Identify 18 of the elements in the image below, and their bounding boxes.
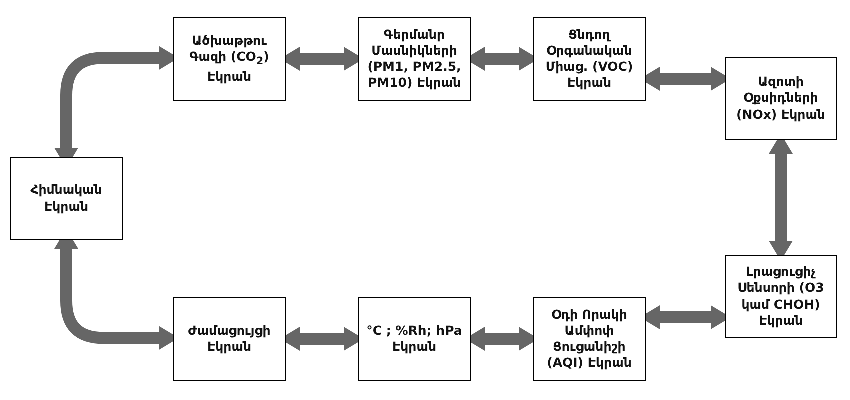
box-label: Ազոտի Օքսիդների (NOx) Էկրան — [736, 74, 826, 123]
box-label: °C ; %Rh; hPa Էկրան — [366, 322, 464, 356]
process-box — [173, 17, 286, 101]
process-box — [533, 297, 646, 381]
process-box — [358, 297, 471, 381]
box-label: Ցնդող Օրգանական Միաց. (VOC) Էկրան — [544, 26, 634, 92]
process-box — [725, 57, 837, 140]
process-box — [725, 255, 837, 338]
process-box — [533, 17, 646, 101]
box-label: Հիմնական Էկրան — [30, 182, 104, 215]
process-box — [358, 17, 471, 101]
process-box — [10, 157, 123, 240]
process-box — [173, 297, 286, 381]
box-label: Գերմանր Մասնիկների (PM1, PM2.5, PM10) Էկրան — [366, 26, 462, 92]
box-label: Լրացուցիչ Սենսորի (O3 կամ CHOH) Էկրան — [736, 264, 826, 329]
box-label: Ժամացույցի Էկրան — [187, 322, 272, 356]
box-label: Օդի Որակի Ամփոփ Ցուցանիշի (AQI) Էկրան — [546, 306, 633, 372]
box-label: Ածխաթթու Գազի (CO$_{2}$) Էկրան — [188, 32, 270, 86]
